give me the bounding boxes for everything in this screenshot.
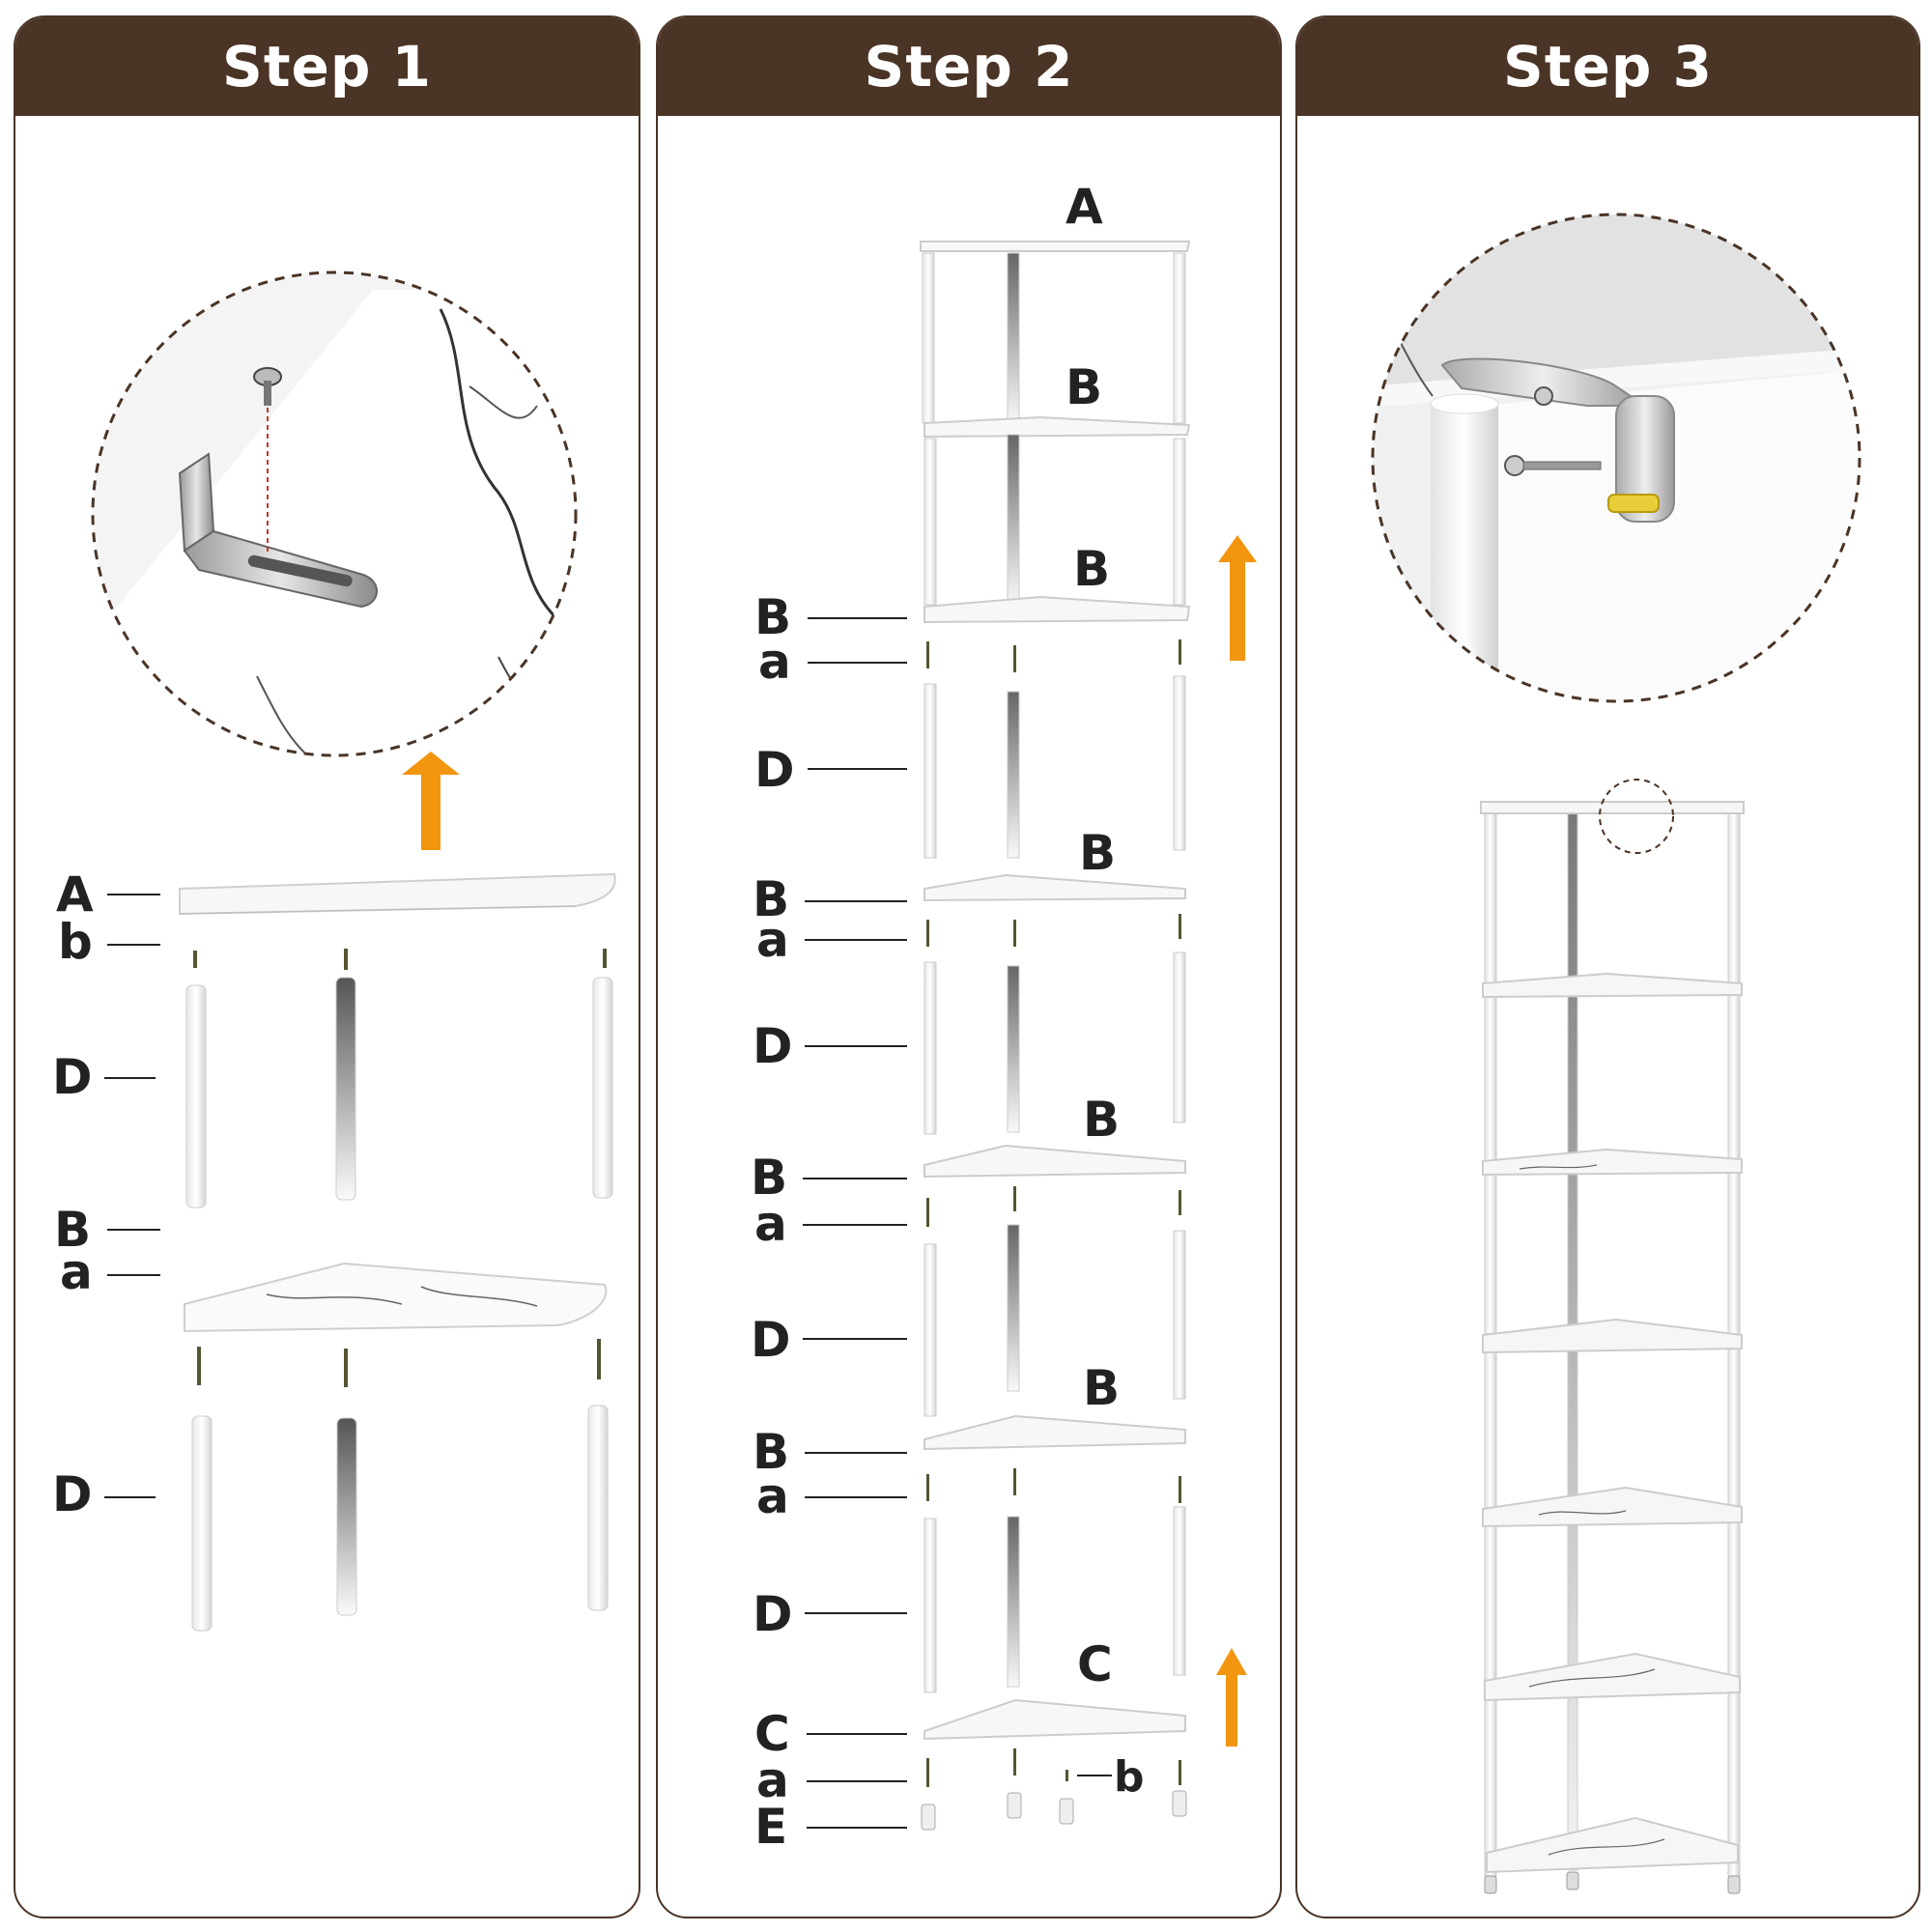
detail-marker-circle — [1599, 779, 1674, 854]
feet-E — [921, 1748, 1187, 1831]
anchor-icon — [1607, 494, 1660, 513]
section1-parts — [923, 639, 1186, 902]
shelf-A — [179, 872, 616, 916]
label-s4-D: D — [753, 1586, 793, 1642]
a-screws — [197, 1339, 601, 1387]
b-screws — [193, 949, 607, 970]
label-s5-a: a — [756, 1752, 789, 1808]
label-s2-tag: B — [1079, 825, 1116, 881]
label-s5-b: b — [1114, 1752, 1145, 1802]
section4-parts — [923, 1468, 1186, 1741]
label-s3-D: D — [751, 1312, 791, 1368]
label-D1: D — [52, 1049, 93, 1105]
label-s5-E: E — [754, 1799, 787, 1855]
step1-header: Step 1 — [15, 17, 639, 116]
label-B: B — [54, 1202, 91, 1258]
label-s4-B: B — [753, 1424, 789, 1480]
step1-labels: A b D B a D — [52, 867, 160, 1522]
label-s2-a: a — [756, 912, 789, 968]
label-s3-tag: B — [1083, 1092, 1120, 1148]
label-top-B2: B — [1073, 541, 1110, 597]
screw-icon — [1504, 386, 1602, 476]
label-s5-C: C — [754, 1706, 790, 1762]
step2-diagram: A B B B a D B B a D B B a D B B — [751, 179, 1257, 1855]
label-s2-D: D — [753, 1018, 793, 1074]
label-s1-a: a — [758, 634, 791, 690]
step1-diagram: A b D B a D — [52, 270, 616, 1632]
label-s3-B: B — [751, 1150, 787, 1206]
label-s4-a: a — [756, 1468, 789, 1524]
label-s5-tag: C — [1077, 1636, 1113, 1692]
label-D2: D — [52, 1466, 93, 1522]
label-top-B1: B — [1065, 359, 1102, 415]
label-top-A: A — [1065, 179, 1103, 235]
detail-zoom-circle — [91, 270, 578, 757]
label-A: A — [56, 867, 94, 923]
step2-panel: Step 2 — [656, 15, 1282, 1918]
section2-parts — [923, 914, 1186, 1179]
up-arrow-icon — [402, 752, 460, 850]
bracket-icon — [178, 452, 378, 609]
assembled-upper-frame — [920, 241, 1191, 624]
step2-labels: A B B B a D B B a D B B a D B B — [751, 179, 1145, 1855]
label-s4-tag: B — [1083, 1360, 1120, 1416]
legs-D1 — [185, 977, 613, 1208]
step2-header: Step 2 — [658, 17, 1280, 116]
wall-detail-zoom-circle — [1371, 213, 1861, 703]
assembled-shelf-tower — [1480, 779, 1745, 1894]
label-a: a — [60, 1244, 93, 1300]
label-s3-a: a — [754, 1196, 787, 1252]
step1-panel: Step 1 — [14, 15, 640, 1918]
step3-diagram — [1371, 213, 1861, 1894]
up-arrow-icon-bottom — [1216, 1648, 1247, 1747]
screw-icon — [253, 367, 282, 406]
label-b: b — [58, 914, 93, 970]
step3-header: Step 3 — [1297, 17, 1918, 116]
step1-title: Step 1 — [222, 34, 432, 99]
step3-title: Step 3 — [1503, 34, 1713, 99]
section3-parts — [923, 1186, 1186, 1451]
step3-panel: Step 3 — [1295, 15, 1920, 1918]
label-s2-B: B — [753, 871, 789, 927]
shelf-B — [184, 1262, 608, 1333]
label-s1-B: B — [754, 589, 791, 645]
legs-D2 — [191, 1405, 609, 1632]
step2-title: Step 2 — [864, 34, 1074, 99]
label-s1-D: D — [754, 742, 795, 798]
up-arrow-icon-top — [1218, 535, 1257, 661]
